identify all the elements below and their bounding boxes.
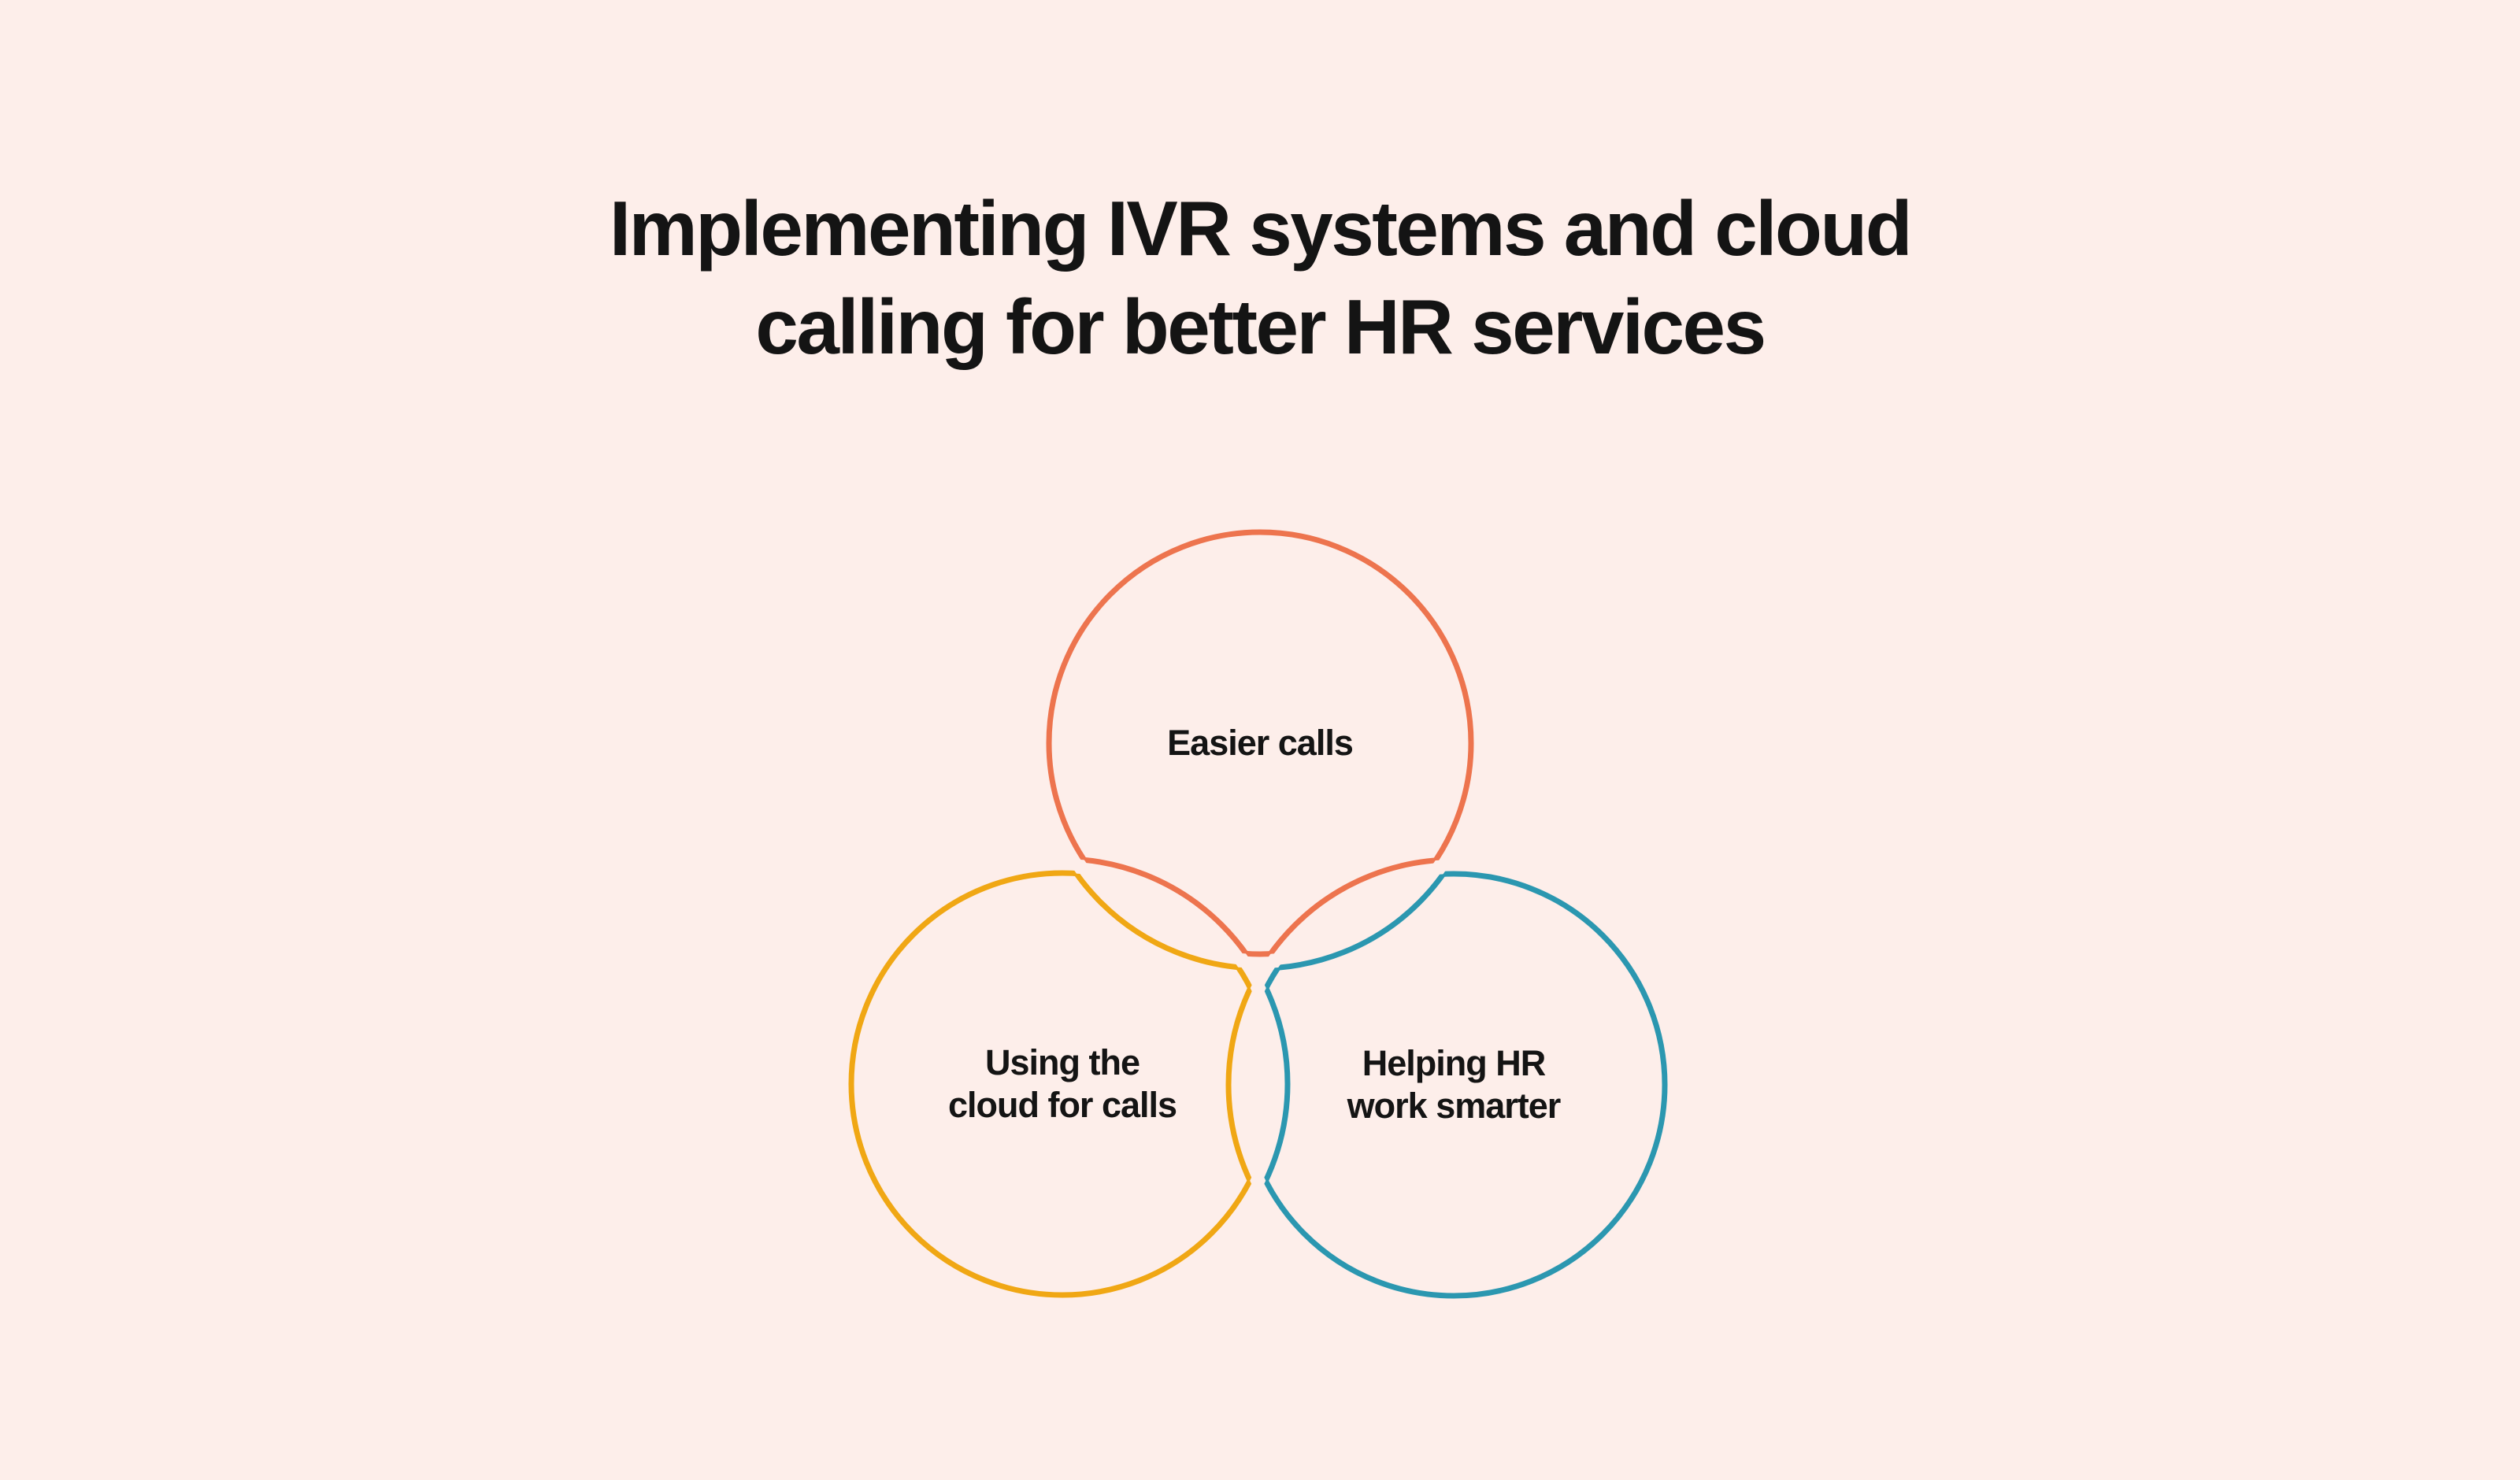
circle-label-helping-hr-work-smarter: Helping HR work smarter <box>1347 1043 1562 1126</box>
page-title: Implementing IVR systems and cloud calli… <box>609 185 1913 371</box>
venn-notch-helping-hr-work-smarter-by-using-the-cloud-for-calls <box>1243 874 1291 1296</box>
venn-notch-using-the-cloud-for-calls-by-helping-hr-work-smarter <box>1225 873 1273 1295</box>
circle-label-using-the-cloud-for-calls: Using the cloud for calls <box>947 1042 1177 1125</box>
venn-circle-easier-calls <box>1046 529 1474 957</box>
venn-circle-using-the-cloud-for-calls <box>848 870 1277 1298</box>
venn-circle-helping-hr-work-smarter <box>1240 871 1668 1299</box>
circle-label-easier-calls: Easier calls <box>1167 723 1354 763</box>
